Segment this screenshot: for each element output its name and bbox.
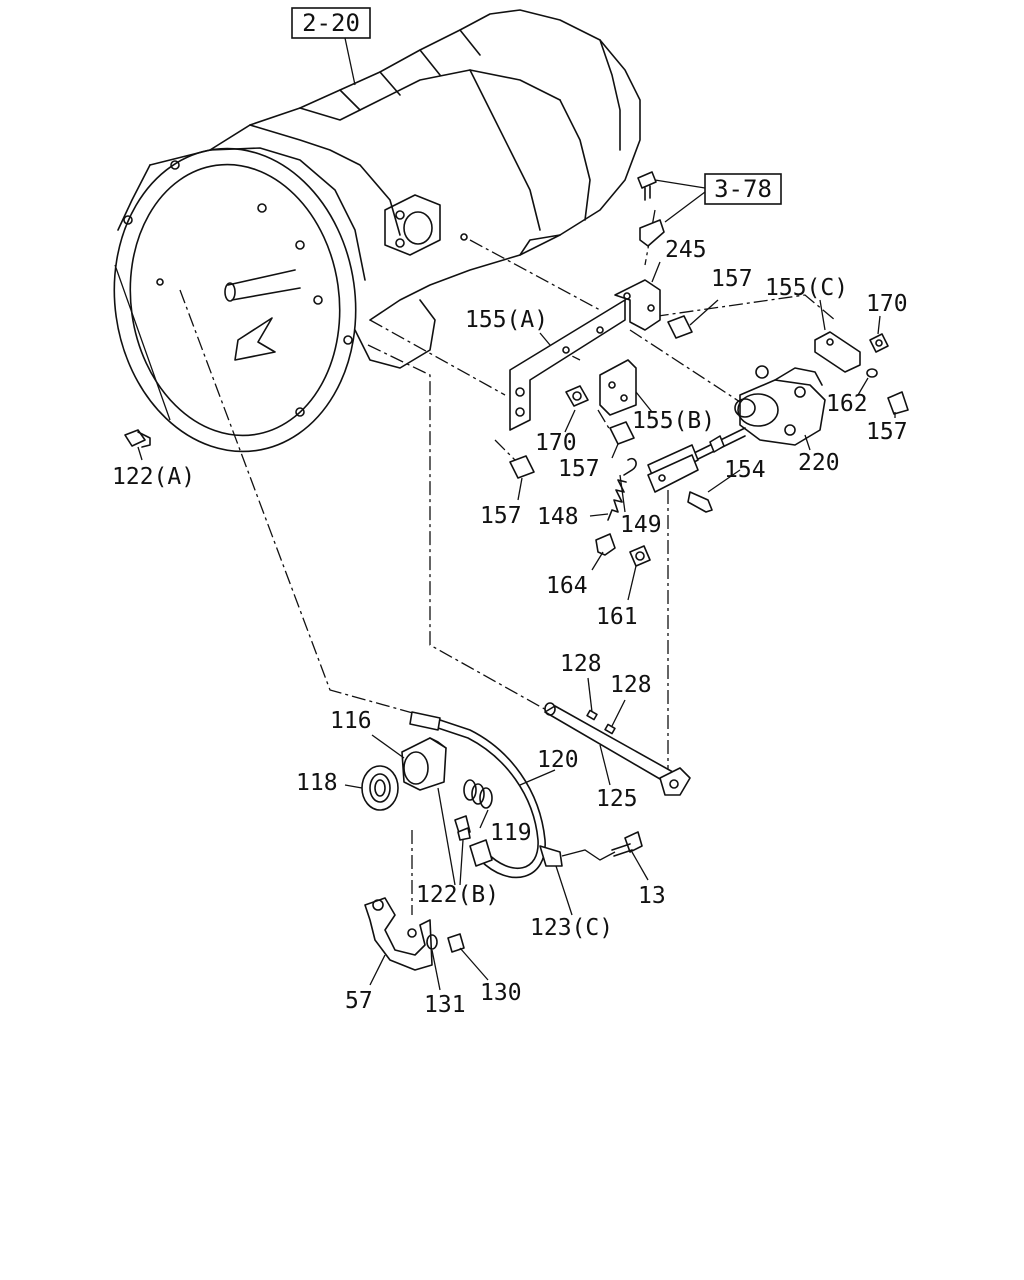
part-116-release-bearing xyxy=(401,737,447,791)
part-148-spring xyxy=(607,479,627,521)
part-57-release-fork xyxy=(364,897,433,971)
callout-57: 57 xyxy=(345,988,373,1014)
callout-labels: 122(A) 155(A) 170 157 157 157 245 155(C)… xyxy=(112,237,908,1018)
callout-170-left: 170 xyxy=(535,430,577,456)
callout-162: 162 xyxy=(826,391,868,417)
bracket-155b xyxy=(599,359,637,416)
transmission-housing xyxy=(113,9,641,453)
callout-130: 130 xyxy=(480,980,522,1006)
part-154-clevis xyxy=(647,444,713,513)
callout-170-right: 170 xyxy=(866,291,908,317)
callout-220: 220 xyxy=(798,450,840,476)
part-149-clip xyxy=(623,457,637,476)
part-122a-grease-fitting xyxy=(114,264,171,461)
ref-box-2-20-label: 2-20 xyxy=(302,9,360,37)
callout-157-right: 157 xyxy=(866,419,908,445)
callout-125: 125 xyxy=(596,786,638,812)
part-161-nut xyxy=(629,545,651,567)
callout-148: 148 xyxy=(537,504,579,530)
callout-155b: 155(B) xyxy=(632,408,715,434)
callout-154: 154 xyxy=(724,457,766,483)
callout-123c: 123(C) xyxy=(530,915,613,941)
bracket-245 xyxy=(614,279,661,331)
callout-155a: 155(A) xyxy=(465,307,548,333)
part-120-hose xyxy=(409,711,616,879)
ref-box-2-20[interactable]: 2-20 xyxy=(291,7,371,39)
part-118-bearing xyxy=(361,765,399,811)
part-131-washer xyxy=(426,934,438,950)
ref-3-78-hardware xyxy=(637,171,706,247)
callout-118: 118 xyxy=(296,770,338,796)
callout-119: 119 xyxy=(490,820,532,846)
ref-box-3-78-label: 3-78 xyxy=(714,175,772,203)
callout-157-mid: 157 xyxy=(558,456,600,482)
callout-13: 13 xyxy=(638,883,666,909)
part-122b-fitting xyxy=(454,815,471,841)
callout-120: 120 xyxy=(537,747,579,773)
part-130-bolt xyxy=(447,933,465,953)
callout-128-left: 128 xyxy=(560,651,602,677)
part-128-keys xyxy=(586,709,616,735)
part-164-plate xyxy=(595,533,616,556)
callout-122a: 122(A) xyxy=(112,464,195,490)
callout-161: 161 xyxy=(596,604,638,630)
callout-128-right: 128 xyxy=(610,672,652,698)
part-13-bolt xyxy=(611,831,643,857)
callout-122b: 122(B) xyxy=(416,882,499,908)
callout-116: 116 xyxy=(330,708,372,734)
callout-149: 149 xyxy=(620,512,662,538)
callout-131: 131 xyxy=(424,992,466,1018)
part-125-shaft xyxy=(544,702,691,796)
leader-lines xyxy=(344,37,896,991)
part-220-clutch-servo xyxy=(689,365,826,463)
callout-157-top: 157 xyxy=(711,266,753,292)
ref-box-3-78[interactable]: 3-78 xyxy=(704,173,782,205)
callout-164: 164 xyxy=(546,573,588,599)
callout-245: 245 xyxy=(665,237,707,263)
callout-155c: 155(C) xyxy=(765,275,848,301)
bracket-155c xyxy=(814,331,861,373)
fasteners xyxy=(509,299,909,479)
callout-157-low: 157 xyxy=(480,503,522,529)
part-119-spring xyxy=(463,779,493,809)
